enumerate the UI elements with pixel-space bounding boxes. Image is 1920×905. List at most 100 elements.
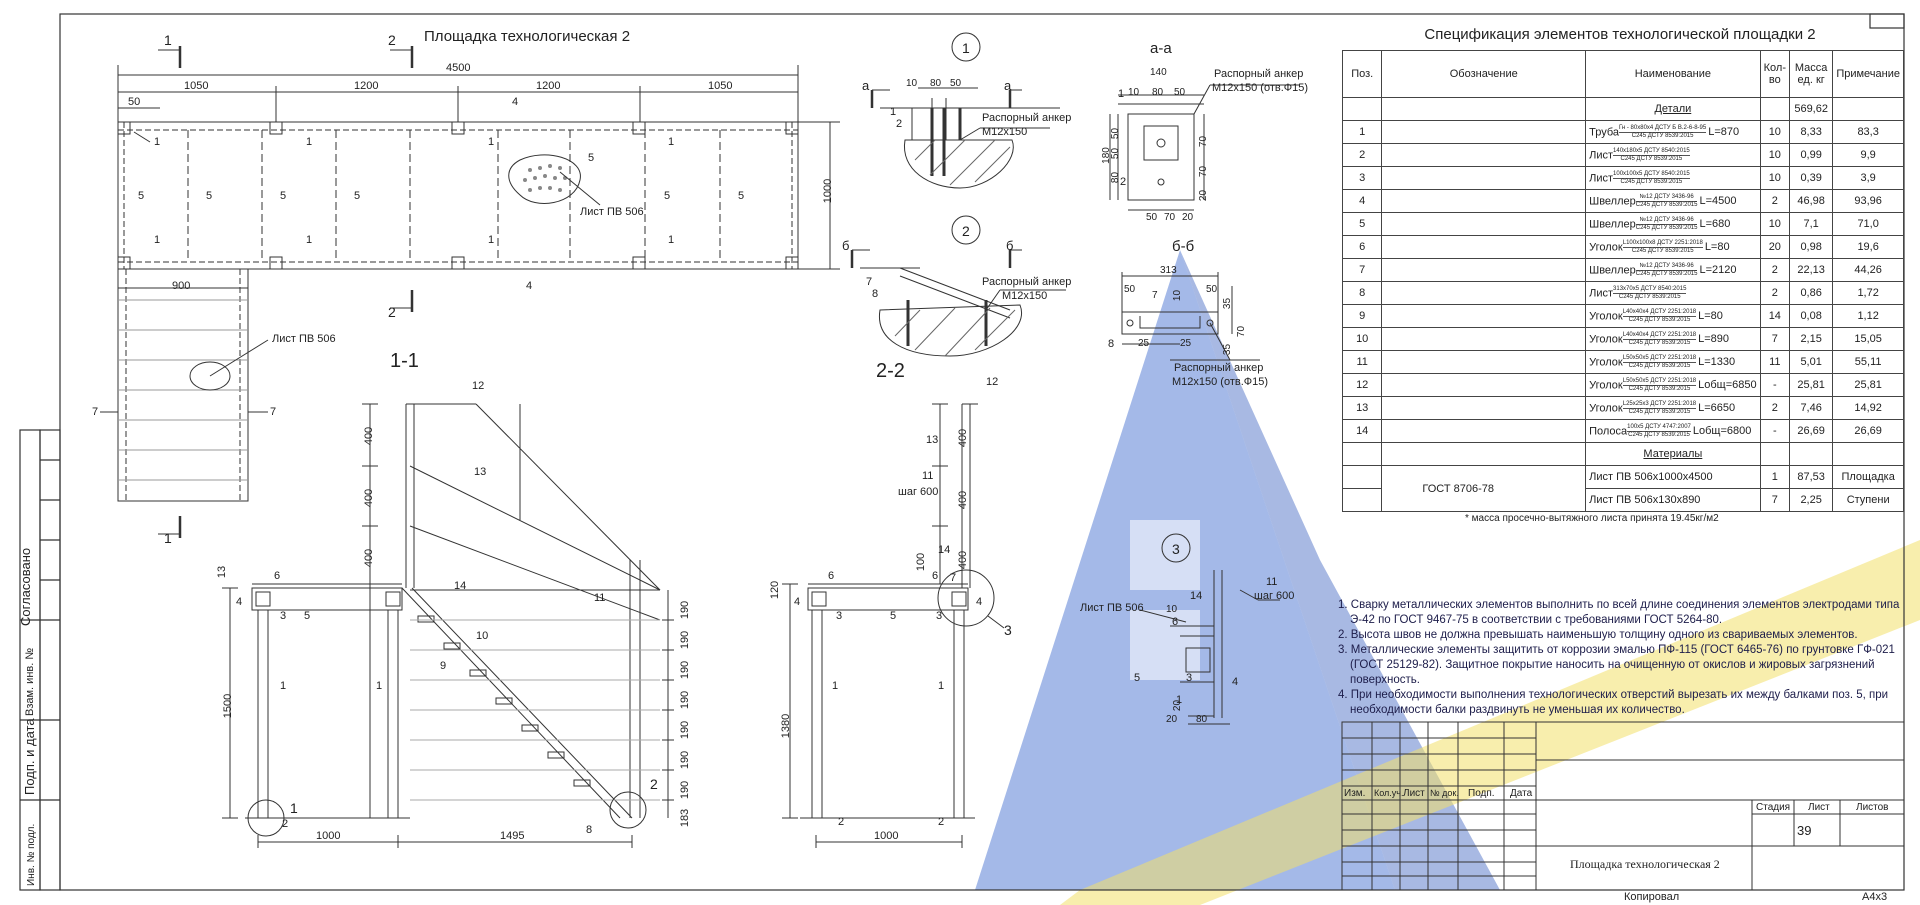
- spec-profile-top: L40х40х4 ДСТУ 2251:2018: [1622, 331, 1697, 340]
- spec-pos: 13: [1341, 396, 1383, 420]
- spec-profile-top: Гн - 80х80х4 ДСТУ Б В.2-6-8-95: [1619, 124, 1707, 133]
- spec-material-name: Лист ПВ 506х1000х4500: [1585, 465, 1761, 489]
- spec-name-type: Лист: [1589, 171, 1614, 184]
- spec-qty: 2: [1759, 396, 1791, 420]
- spec-material-mass: 2,25: [1788, 488, 1834, 512]
- plan-pos-7-left: 7: [92, 406, 99, 418]
- plan-pos-1c: 1: [488, 136, 495, 148]
- spec-name-type: Швеллер: [1589, 263, 1636, 276]
- s11-pos-3: 3: [280, 610, 287, 622]
- spec-qty: -: [1759, 419, 1791, 443]
- plan-pos-5f: 5: [664, 190, 671, 202]
- spec-length: L=870: [1708, 125, 1740, 138]
- s22-pos-2a: 2: [838, 816, 845, 828]
- s11-pos-11: 11: [594, 592, 606, 604]
- s11-pos-2: 2: [282, 818, 289, 830]
- spec-profile-top: L40х40х4 ДСТУ 2251:2018: [1622, 308, 1697, 317]
- aa-dim-20bot: 20: [1182, 212, 1194, 223]
- bb-dim-25a: 25: [1138, 338, 1150, 349]
- s22-pos-6a: 6: [828, 570, 835, 582]
- plan-pos-4-top: 4: [512, 96, 519, 108]
- plan-pos-1e: 1: [154, 234, 161, 246]
- spec-profile-top: L50х50х5 ДСТУ 2251:2018: [1622, 354, 1697, 363]
- spec-col-mass: Масса ед. кг: [1788, 50, 1834, 98]
- spec-name-type: Уголок: [1589, 401, 1623, 414]
- spec-qty: 10: [1759, 120, 1791, 144]
- node-2-cut-right: б: [1006, 238, 1014, 253]
- tb-sheet: Лист: [1808, 802, 1830, 813]
- spec-profile-top: 100х5 ДСТУ 4747:2007: [1627, 423, 1691, 432]
- spec-name-type: Швеллер: [1589, 217, 1636, 230]
- node-3-dim-80: 80: [1196, 714, 1208, 725]
- spec-pos: 11: [1341, 350, 1383, 374]
- s11-pos-6: 6: [274, 570, 281, 582]
- spec-section-details: Детали 569,62: [1341, 97, 1904, 121]
- tb-copied: Копировал: [1624, 891, 1680, 903]
- tb-sheet-number: 39: [1797, 823, 1812, 838]
- spec-profile-top: №12 ДСТУ 3436-96: [1635, 194, 1698, 202]
- bb-dim-50b: 50: [1206, 284, 1218, 295]
- cut-1-top: 1: [164, 32, 172, 48]
- s11-pos-8: 8: [586, 824, 593, 836]
- dim-50: 50: [128, 96, 141, 108]
- s22-pos-3a: 3: [836, 610, 843, 622]
- bb-anchor-size: M12x150 (отв.Ф15): [1172, 376, 1269, 388]
- s11-pos-13: 13: [474, 466, 487, 478]
- spec-col-designation: Обозначение: [1381, 50, 1587, 98]
- s11-pos-5: 5: [304, 610, 311, 622]
- spec-name-type: Уголок: [1589, 309, 1623, 322]
- spec-qty: 20: [1759, 235, 1791, 259]
- spec-profile-top: 313х70х5 ДСТУ 8540:2015: [1613, 285, 1687, 294]
- tb-col-date: Дата: [1510, 788, 1533, 799]
- aa-dim-50: 50: [1174, 87, 1186, 98]
- plan-pos-1h: 1: [668, 234, 675, 246]
- node-3-pos-5: 5: [1134, 672, 1141, 684]
- s11-pos-9: 9: [440, 660, 447, 672]
- spec-profile-bottom: С245 ДСТУ 8539:2015: [1628, 408, 1691, 415]
- plan-pos-5d: 5: [354, 190, 361, 202]
- tb-format: А4х3: [1862, 891, 1888, 903]
- s22-pos-13: 13: [926, 434, 939, 446]
- spec-length: L=680: [1699, 217, 1731, 230]
- spec-table: Поз. Обозначение Наименование Кол-во Мас…: [1341, 50, 1904, 512]
- spec-mass: 7,1: [1788, 212, 1834, 236]
- s11-pos-1b: 1: [376, 680, 383, 692]
- node-3-step: шаг 600: [1254, 590, 1295, 602]
- plan-pos-5b: 5: [206, 190, 213, 202]
- s11-dim-1495: 1495: [500, 830, 525, 842]
- spec-length: L=6650: [1698, 401, 1736, 414]
- bb-dim-50a: 50: [1124, 284, 1136, 295]
- tb-col-change: Изм.: [1344, 788, 1366, 799]
- spec-length: Lобщ=6800: [1692, 424, 1752, 437]
- node-1-dim-50: 50: [950, 78, 962, 89]
- spec-name-type: Уголок: [1589, 355, 1623, 368]
- spec-profile-bottom: С245 ДСТУ 8539:2015: [1631, 247, 1694, 254]
- aa-dim-70bot: 70: [1164, 212, 1176, 223]
- spec-profile-top: L25х25х3 ДСТУ 2251:2018: [1622, 400, 1697, 409]
- spec-profile-top: №12 ДСТУ 3436-96: [1635, 263, 1698, 271]
- spec-mass: 0,08: [1788, 304, 1834, 328]
- dim-seg-3: 1200: [536, 80, 561, 92]
- bb-dim-25b: 25: [1180, 338, 1192, 349]
- spec-profile-bottom: С245 ДСТУ 8539:2015: [1628, 362, 1691, 369]
- spec-qty: 2: [1759, 258, 1791, 282]
- spec-materials-code: ГОСТ 8706-78: [1381, 465, 1587, 512]
- tb-col-sign: Подп.: [1468, 788, 1495, 799]
